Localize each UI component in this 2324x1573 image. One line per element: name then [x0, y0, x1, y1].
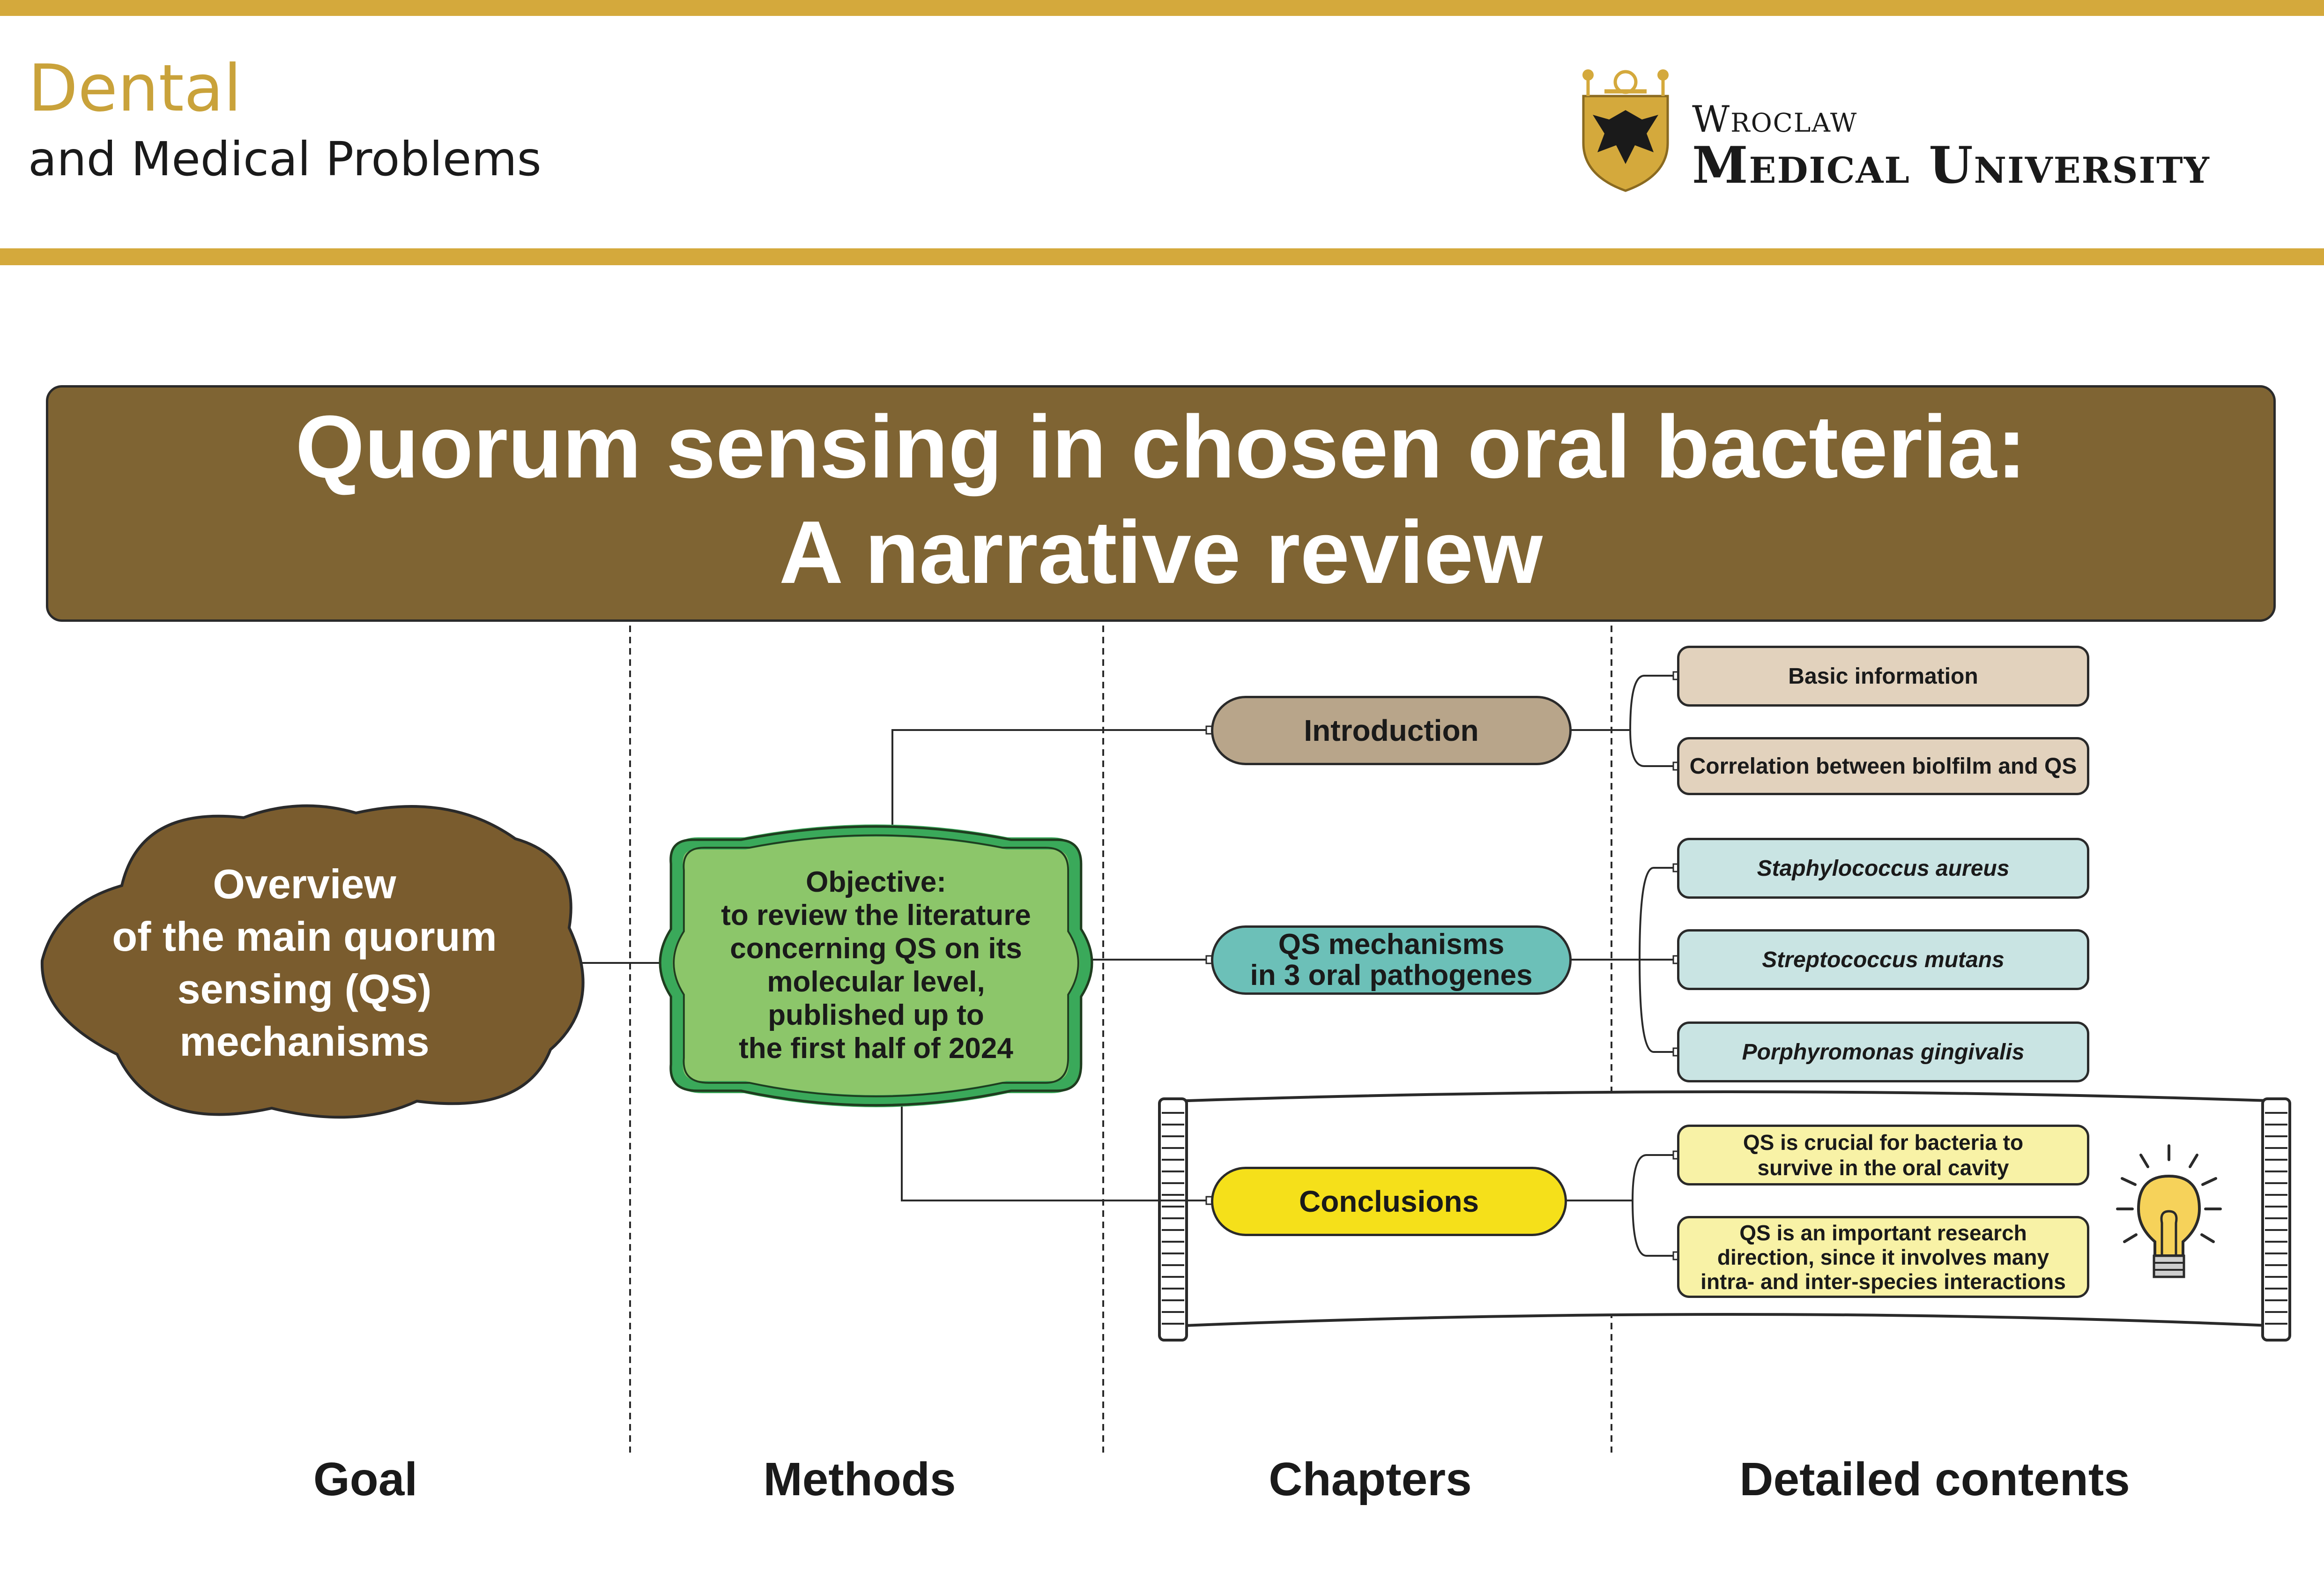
- detail-biofilm-correlation: Correlation between biolfilm and QS: [1677, 737, 2089, 795]
- university-name-city: Wroclaw: [1692, 98, 1858, 141]
- goal-line-4: mechanisms: [179, 1018, 430, 1065]
- header-divider-bar: [0, 248, 2324, 265]
- methods-line-2: to review the literature: [721, 899, 1031, 932]
- connector-methods-intro: [891, 729, 1211, 829]
- methods-line-1: Objective:: [806, 866, 946, 898]
- goal-line-1: Overview: [213, 861, 396, 907]
- methods-line-4: molecular level,: [767, 966, 985, 998]
- qs-mechanisms-label: QS mechanisms in 3 oral pathogenes: [1211, 925, 1572, 995]
- methods-line-3: concerning QS on its: [730, 932, 1022, 965]
- detail-basic-information: Basic information: [1677, 646, 2089, 707]
- university-name-main: Medical University: [1692, 136, 2210, 195]
- title-banner: [46, 385, 2276, 622]
- detail-conclusion-survival: QS is crucial for bacteria to survive in…: [1677, 1125, 2089, 1185]
- journal-name-primary: Dental: [28, 51, 242, 126]
- qs-mechanisms-line-1: QS mechanisms: [1278, 928, 1505, 961]
- conclusion-research-line-1: QS is an important research: [1739, 1220, 2027, 1245]
- journal-name-secondary: and Medical Problems: [28, 132, 542, 186]
- connector-qs-details: [1569, 867, 1677, 1053]
- detail-staphylococcus: Staphylococcus aureus: [1677, 838, 2089, 899]
- methods-node: Objective: to review the literature conc…: [684, 850, 1068, 1080]
- goal-node: Overview of the main quorum sensing (QS)…: [47, 853, 562, 1073]
- top-gold-bar: [0, 0, 2324, 16]
- page-title: Quorum sensing in chosen oral bacteria: …: [46, 395, 2276, 605]
- conclusions-label: Conclusions: [1299, 1185, 1479, 1218]
- title-line-2: A narrative review: [779, 503, 1543, 602]
- methods-line-6: the first half of 2024: [739, 1032, 1013, 1065]
- methods-plaque-shape: [659, 824, 1093, 1107]
- qs-mechanisms-line-2: in 3 oral pathogenes: [1250, 959, 1533, 992]
- detail-porphyromonas: Porphyromonas gingivalis: [1677, 1021, 2089, 1082]
- conclusion-survival-line-2: survive in the oral cavity: [1757, 1156, 2009, 1180]
- conclusion-research-line-3: intra- and inter-species interactions: [1700, 1269, 2066, 1294]
- methods-line-5: published up to: [768, 999, 984, 1031]
- detail-conclusion-research: QS is an important research direction, s…: [1677, 1216, 2089, 1298]
- title-line-1: Quorum sensing in chosen oral bacteria:: [295, 397, 2027, 497]
- column-label-chapters: Chapters: [1269, 1453, 1472, 1506]
- goal-cloud-shape: [40, 804, 585, 1119]
- column-label-goal: Goal: [313, 1453, 418, 1506]
- qs-mechanisms-pill: [1211, 925, 1572, 995]
- introduction-pill: [1211, 696, 1572, 765]
- column-label-details: Detailed contents: [1739, 1453, 2130, 1506]
- university-crest-icon: [1582, 69, 1669, 192]
- conclusions-pill: [1211, 1167, 1567, 1236]
- connector-conclusions-details: [1565, 1154, 1677, 1257]
- goal-line-2: of the main quorum: [112, 913, 497, 960]
- lightbulb-icon: [2116, 1144, 2222, 1278]
- goal-line-3: sensing (QS): [177, 966, 432, 1012]
- connector-methods-conclusions: [901, 1096, 1211, 1201]
- column-label-methods: Methods: [763, 1453, 956, 1506]
- conclusion-survival-line-1: QS is crucial for bacteria to: [1743, 1130, 2024, 1155]
- conclusion-research-line-2: direction, since it involves many: [1717, 1245, 2049, 1269]
- connector-intro-details: [1569, 675, 1677, 767]
- detail-streptococcus: Streptococcus mutans: [1677, 929, 2089, 990]
- introduction-label: Introduction: [1304, 714, 1479, 747]
